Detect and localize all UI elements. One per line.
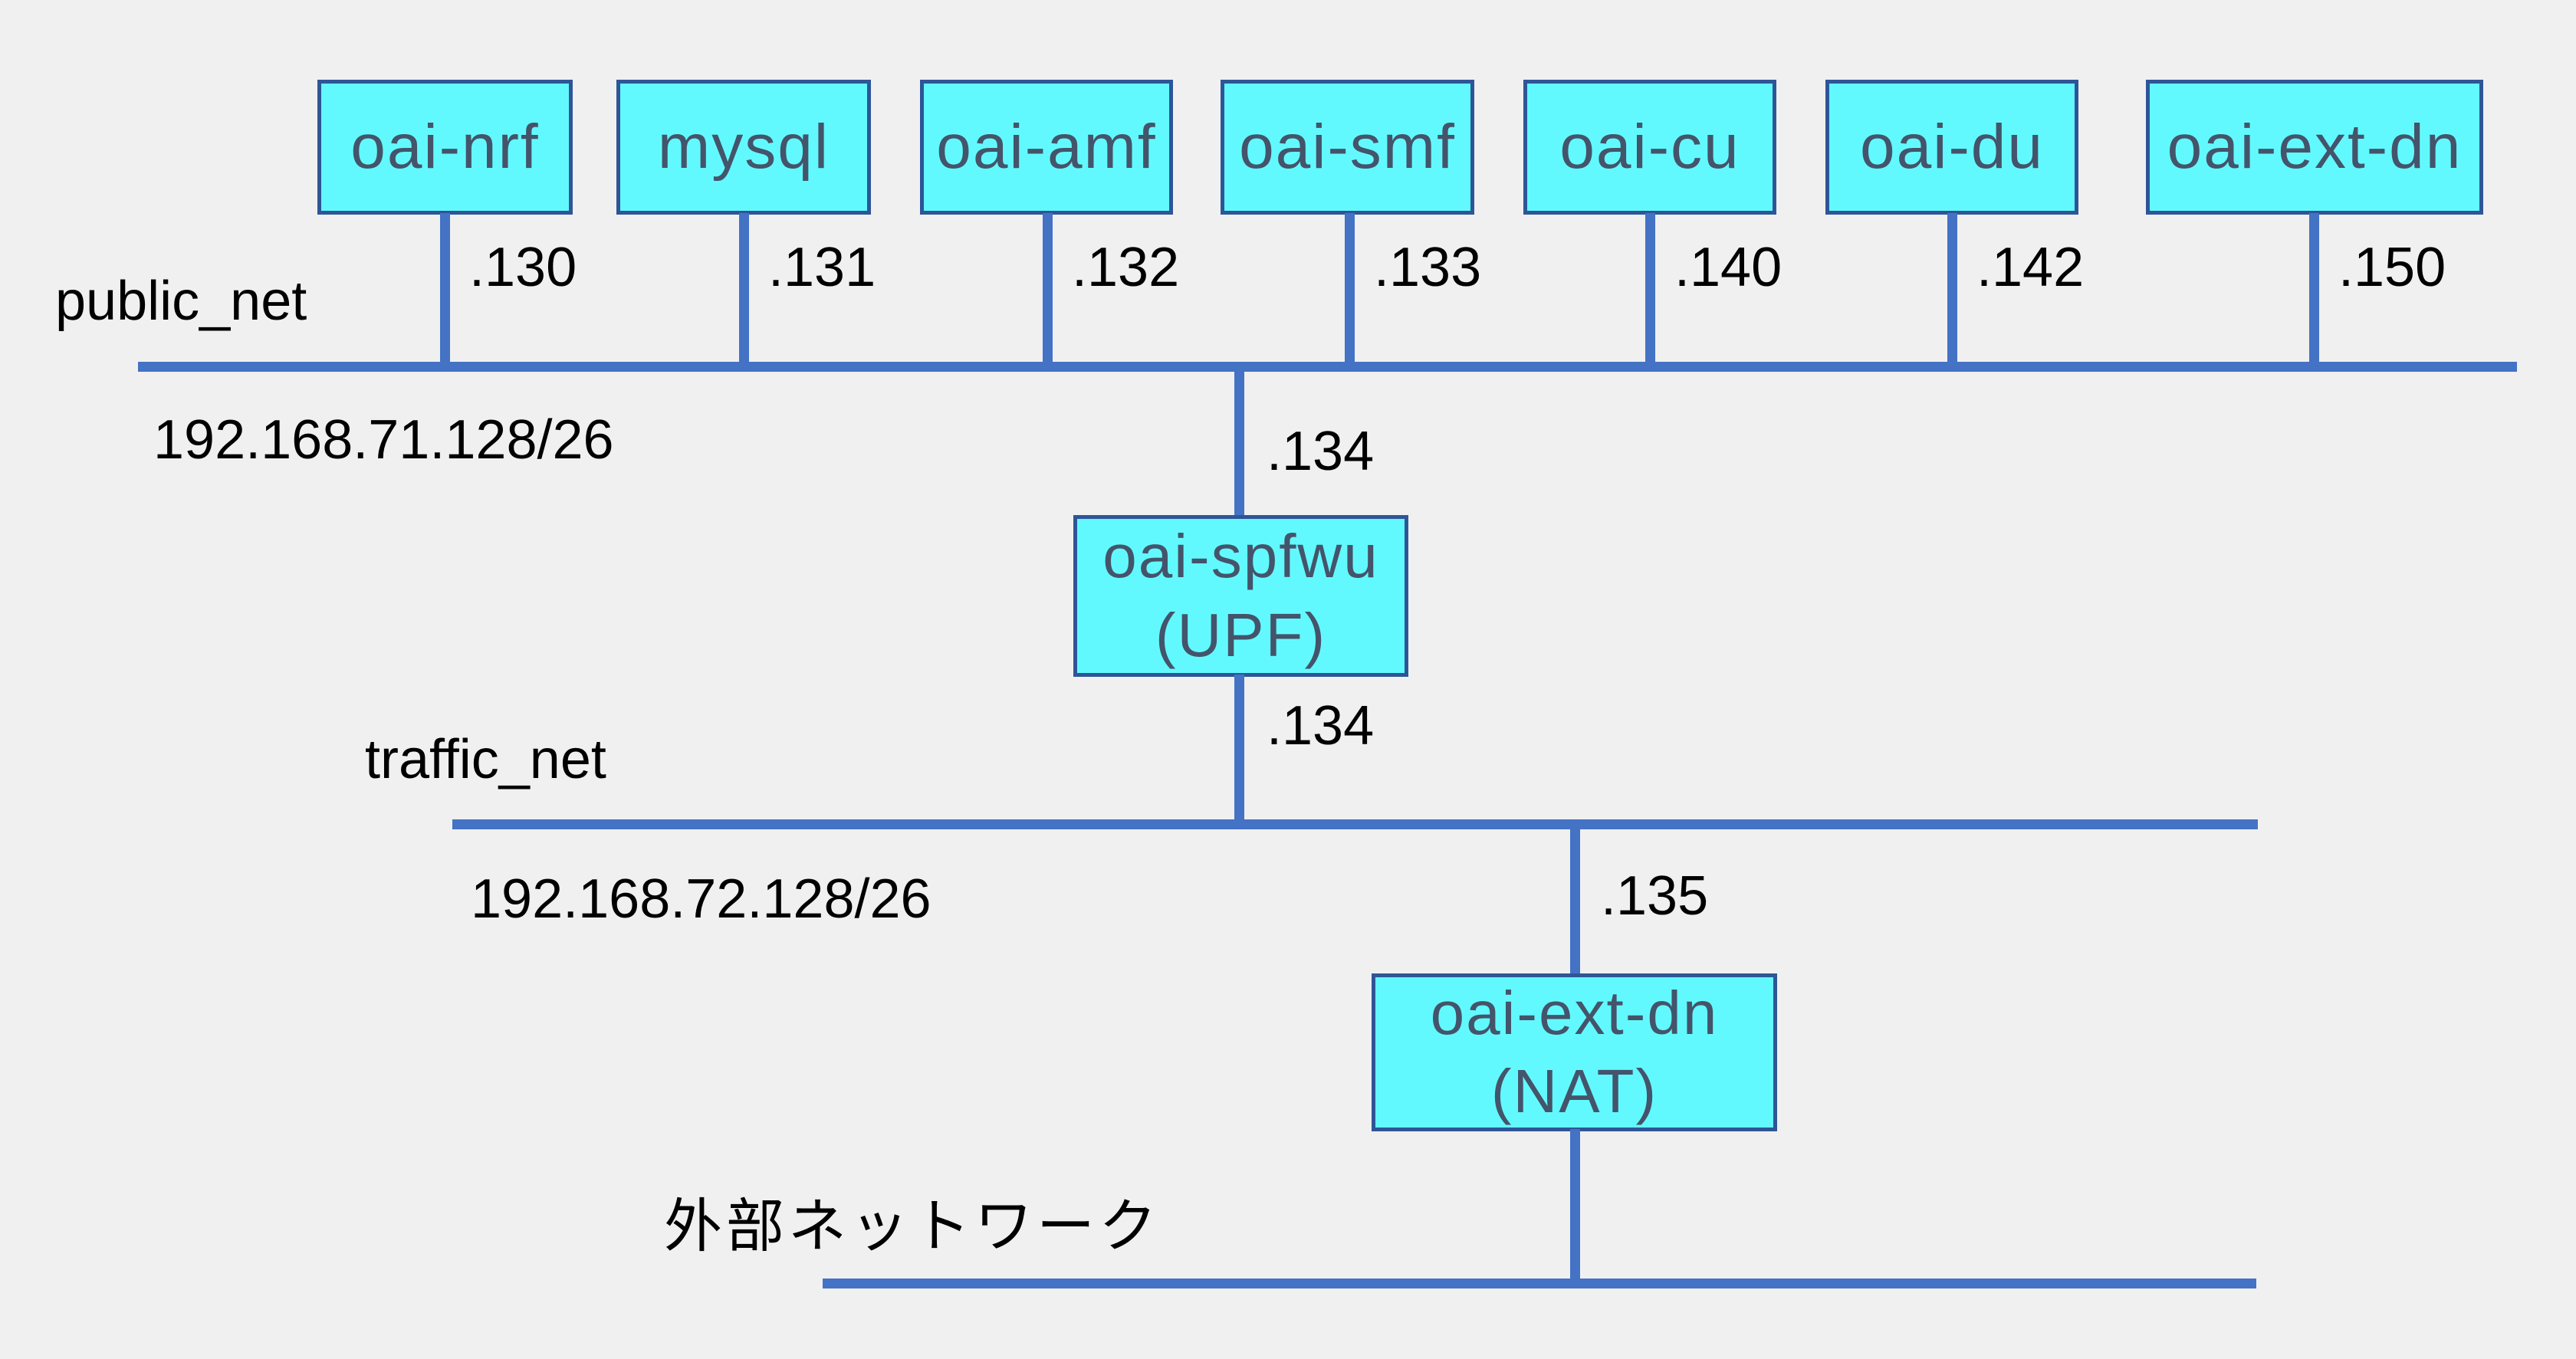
traffic-net-cidr: 192.168.72.128/26 [471, 868, 932, 930]
ip-label-oai-amf: .132 [1072, 237, 1180, 298]
node-box-oai-du: oai-du [1825, 80, 2078, 215]
upf-name-label: oai-spfwu [1102, 522, 1379, 591]
ip-label-oai-nrf: .130 [469, 237, 577, 298]
connector-oai-du-public [1947, 213, 1957, 366]
public-net-bus [138, 362, 2517, 372]
node-box-oai-smf: oai-smf [1221, 80, 1474, 215]
upf-public-ip-label: .134 [1267, 421, 1375, 482]
connector-oai-nrf-public [440, 213, 450, 366]
external-net-bus [823, 1279, 2256, 1288]
connector-upf-traffic [1234, 675, 1244, 822]
node-box-oai-spfwu-upf: oai-spfwu (UPF) [1073, 515, 1408, 677]
connector-nat-external [1570, 1129, 1580, 1282]
upf-role-label: (UPF) [1155, 600, 1327, 669]
ip-label-oai-smf: .133 [1374, 237, 1482, 298]
public-net-label: public_net [55, 271, 307, 332]
connector-mysql-public [739, 213, 749, 366]
connector-oai-amf-public [1043, 213, 1053, 366]
node-box-oai-nrf: oai-nrf [317, 80, 573, 215]
ip-label-oai-du: .142 [1976, 237, 2085, 298]
traffic-net-label: traffic_net [365, 729, 606, 790]
connector-public-upf [1234, 370, 1244, 517]
connector-traffic-nat [1570, 828, 1580, 976]
nat-name-label: oai-ext-dn [1430, 978, 1719, 1047]
nat-role-label: (NAT) [1490, 1057, 1658, 1125]
connector-oai-cu-public [1645, 213, 1655, 366]
public-net-cidr: 192.168.71.128/26 [153, 409, 614, 471]
connector-oai-ext-dn-public [2309, 213, 2319, 366]
nat-traffic-ip-label: .135 [1601, 865, 1709, 927]
node-box-oai-amf: oai-amf [920, 80, 1173, 215]
upf-traffic-ip-label: .134 [1267, 695, 1375, 757]
node-box-oai-ext-dn-nat: oai-ext-dn (NAT) [1372, 973, 1777, 1131]
node-box-oai-cu: oai-cu [1523, 80, 1776, 215]
traffic-net-bus [452, 819, 2258, 829]
external-net-label: 外部ネットワーク [664, 1194, 1161, 1259]
ip-label-oai-cu: .140 [1674, 237, 1783, 298]
node-box-mysql: mysql [616, 80, 871, 215]
node-box-oai-ext-dn: oai-ext-dn [2146, 80, 2483, 215]
connector-oai-smf-public [1345, 213, 1355, 366]
ip-label-oai-ext-dn: .150 [2338, 237, 2446, 298]
ip-label-mysql: .131 [768, 237, 876, 298]
